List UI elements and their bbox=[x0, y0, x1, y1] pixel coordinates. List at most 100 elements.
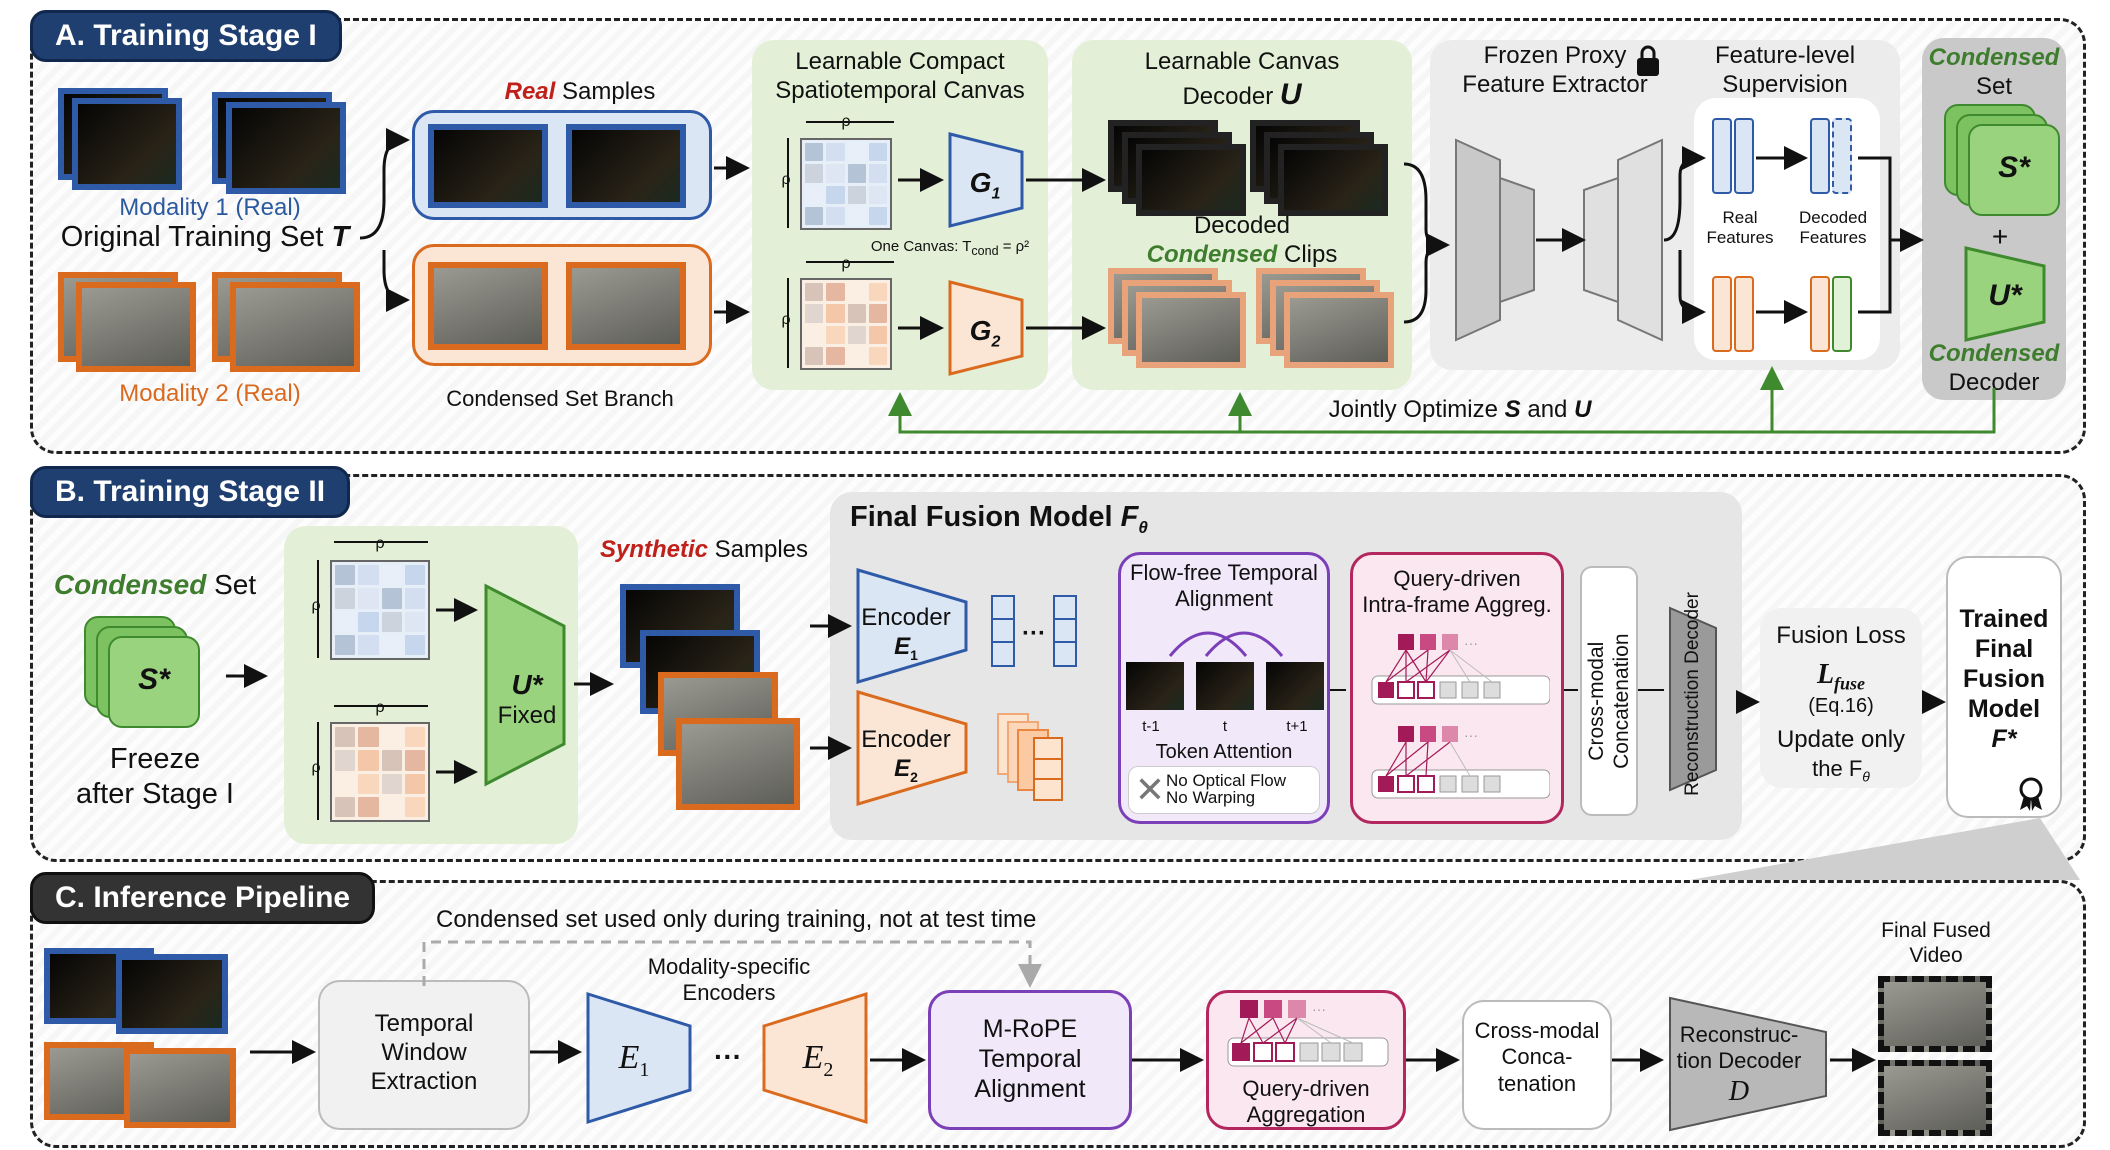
t-frame bbox=[1196, 662, 1254, 710]
g2-label: G2 bbox=[950, 314, 1020, 352]
canvas-cell bbox=[868, 304, 887, 323]
loss-sub: fuse bbox=[1834, 673, 1866, 694]
decoder-title-line1: Learnable Canvas bbox=[1144, 48, 1340, 75]
canvas-cell bbox=[868, 346, 887, 365]
canvas-grid-blue-b bbox=[330, 560, 430, 660]
trained-model-box bbox=[1946, 556, 2062, 818]
canvas-cell bbox=[404, 634, 425, 655]
final-line1: Final Fused bbox=[1881, 919, 1991, 942]
condensed-word-b: Condensed bbox=[53, 569, 207, 600]
u-star-decoder bbox=[1964, 246, 2046, 342]
canvas-cell bbox=[358, 796, 379, 817]
canvas-cell bbox=[404, 796, 425, 817]
canvas-cell bbox=[868, 206, 887, 225]
canvas-cell bbox=[805, 325, 824, 344]
t-label: t bbox=[1222, 718, 1228, 735]
decoded-frame bbox=[1136, 144, 1246, 216]
u-star-fixed-label: U*Fixed bbox=[482, 668, 572, 731]
real-feature-bar bbox=[1712, 276, 1732, 352]
mrope-line2: Temporal bbox=[978, 1045, 1082, 1073]
canvas-cell bbox=[381, 750, 402, 771]
temporal-line2: Window bbox=[381, 1038, 467, 1066]
u-star-b: U* bbox=[511, 669, 543, 700]
canvas-cell bbox=[868, 283, 887, 302]
lock-icon bbox=[1637, 45, 1659, 76]
rho-top-b1: ρ bbox=[375, 535, 385, 552]
proxy-title-line2: Feature Extractor bbox=[1462, 70, 1648, 98]
canvas-cell bbox=[805, 164, 824, 183]
fused-video-frame bbox=[1878, 1060, 1992, 1136]
samples-word: Samples bbox=[562, 78, 656, 105]
canvas-cell bbox=[404, 773, 425, 794]
token-stack-orange bbox=[997, 713, 1063, 801]
condensed-set-label-b: Condensed Set bbox=[40, 568, 270, 602]
real-feature-bar bbox=[1734, 118, 1754, 194]
canvas-cell bbox=[335, 750, 356, 771]
inference-note: Condensed set used only during training,… bbox=[436, 906, 1037, 933]
samples-word-b: Samples bbox=[714, 536, 809, 563]
canvas-cell bbox=[826, 206, 845, 225]
trained-line1: Trained bbox=[1959, 605, 2049, 633]
canvas-cell bbox=[381, 611, 402, 632]
condensed-output-box bbox=[1922, 38, 2066, 400]
rho-side-b1: ρ bbox=[311, 597, 321, 614]
rho-side-1: ρ bbox=[781, 171, 791, 188]
modality-1-label: Modality 1 (Real) bbox=[119, 194, 301, 221]
canvas-cell bbox=[335, 796, 356, 817]
supervision-title-line2: Supervision bbox=[1722, 70, 1848, 98]
real-word: Real bbox=[504, 78, 556, 105]
canvas-cell bbox=[847, 325, 866, 344]
original-set-symbol: T bbox=[331, 221, 350, 253]
fusion-loss-box bbox=[1760, 608, 1922, 788]
canvas-cell bbox=[335, 611, 356, 632]
token-dots: ··· bbox=[1022, 620, 1046, 647]
fusion-title-text: Final Fusion Model bbox=[850, 501, 1113, 533]
canvas-cell bbox=[358, 773, 379, 794]
canvas-cell bbox=[826, 143, 845, 162]
canvas-cell bbox=[358, 727, 379, 748]
query-inf-line2: Aggregation bbox=[1246, 1102, 1366, 1128]
freeze-line2: after Stage I bbox=[76, 777, 234, 810]
inference-encoder-e2 bbox=[762, 991, 868, 1125]
eq-label: (Eq.16) bbox=[1808, 695, 1874, 717]
canvas-cell bbox=[381, 796, 402, 817]
svg-text:···: ··· bbox=[1464, 727, 1478, 743]
original-training-set-label: Original Training Set T bbox=[40, 220, 370, 255]
g1-generator bbox=[948, 132, 1024, 228]
decoder-symbol: U bbox=[1279, 77, 1302, 111]
condensed-word: Condensed bbox=[1146, 240, 1278, 268]
canvas-cell bbox=[358, 634, 379, 655]
query-inf-line1: Query-driven bbox=[1242, 1076, 1370, 1101]
canvas-cell bbox=[868, 185, 887, 204]
one-canvas-sub: cond bbox=[971, 244, 999, 258]
cross-modal-concat-label: Cross-modal Concatenation bbox=[1584, 633, 1633, 769]
canvas-cell bbox=[358, 565, 379, 586]
trained-line3: Fusion bbox=[1963, 665, 2045, 693]
attention-arcs bbox=[1168, 631, 1284, 657]
canvas-cell bbox=[335, 773, 356, 794]
canvas-cell bbox=[826, 325, 845, 344]
canvas-cell bbox=[805, 346, 824, 365]
canvas-grid-orange bbox=[800, 278, 892, 370]
no-flow-text: No Optical Flow bbox=[1166, 771, 1286, 790]
decoder-word: Decoder bbox=[1948, 368, 2040, 396]
tm1-frame bbox=[1126, 662, 1184, 710]
the-f-sub: θ bbox=[1862, 768, 1870, 785]
fused-video-frame bbox=[1878, 976, 1992, 1052]
u-star-fixed-decoder bbox=[484, 583, 566, 787]
jointly-s: S bbox=[1504, 396, 1521, 423]
fusion-model-title: Final Fusion Model Fθ bbox=[850, 500, 1250, 538]
canvas-title-line2: Spatiotemporal Canvas bbox=[775, 76, 1025, 104]
original-set-text: Original Training Set bbox=[60, 221, 324, 253]
canvas-cell bbox=[381, 634, 402, 655]
decoder-title-line2: Decoder bbox=[1182, 82, 1274, 110]
g2-sub: 2 bbox=[991, 333, 1001, 351]
canvas-cell bbox=[805, 185, 824, 204]
